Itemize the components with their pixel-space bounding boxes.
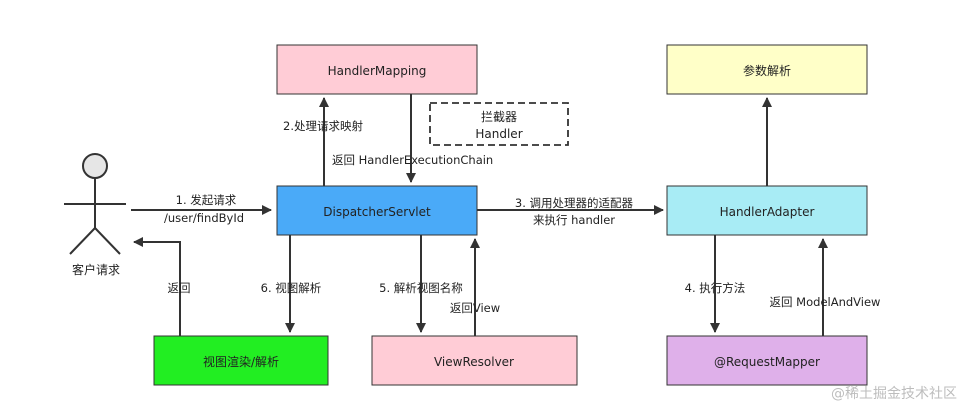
view-render-box	[153, 335, 329, 386]
dispatcher-servlet-node: DispatcherServlet	[276, 185, 478, 236]
label-adapter-line2: 来执行 handler	[533, 213, 615, 227]
request-mapper-node: @RequestMapper	[666, 335, 868, 386]
view-resolver-label: ViewResolver	[434, 355, 514, 369]
actor-left-leg	[69, 227, 96, 255]
label-return-to-client: 返回	[168, 281, 191, 295]
client-actor: 客户请求	[64, 153, 126, 277]
interceptor-label-line1: 拦截器	[481, 110, 517, 124]
label-view-resolve: 6. 视图解析	[261, 281, 322, 295]
actor-right-leg	[94, 227, 121, 255]
handler-adapter-label: HandlerAdapter	[720, 205, 815, 219]
dispatcher-servlet-label: DispatcherServlet	[323, 205, 431, 219]
handler-mapping-label: HandlerMapping	[328, 64, 427, 78]
actor-head	[82, 153, 108, 179]
view-resolver-box	[371, 335, 578, 386]
param-resolve-box	[666, 44, 868, 95]
arrow-render-to-client	[133, 237, 181, 336]
label-handle-mapping: 2.处理请求映射	[283, 119, 363, 133]
label-resolve-view-name: 5. 解析视图名称	[379, 281, 463, 295]
label-request-line1: 1. 发起请求	[176, 193, 237, 207]
request-mapper-box	[666, 335, 868, 386]
request-mapper-label: @RequestMapper	[714, 355, 820, 369]
actor-label: 客户请求	[72, 262, 120, 277]
label-return-view: 返回View	[450, 301, 500, 315]
label-return-chain: 返回 HandlerExecutionChain	[332, 153, 493, 167]
handler-mapping-node: HandlerMapping	[276, 44, 478, 95]
param-resolve-node: 参数解析	[666, 44, 868, 95]
handler-mapping-box	[276, 44, 478, 95]
interceptor-box	[429, 102, 569, 146]
view-render-label: 视图渲染/解析	[203, 354, 279, 369]
view-render-node: 视图渲染/解析	[153, 335, 329, 386]
label-adapter-line1: 3. 调用处理器的适配器	[515, 196, 634, 210]
view-resolver-node: ViewResolver	[371, 335, 578, 386]
label-execute-method: 4. 执行方法	[685, 281, 746, 295]
label-return-mav: 返回 ModelAndView	[770, 295, 881, 309]
param-resolve-label: 参数解析	[743, 63, 791, 78]
handler-adapter-node: HandlerAdapter	[666, 185, 868, 236]
watermark-text: @稀土掘金技术社区	[831, 386, 957, 402]
interceptor-node: 拦截器 Handler	[429, 102, 569, 146]
interceptor-label-line2: Handler	[475, 127, 522, 141]
label-request-line2: /user/findById	[164, 211, 244, 225]
